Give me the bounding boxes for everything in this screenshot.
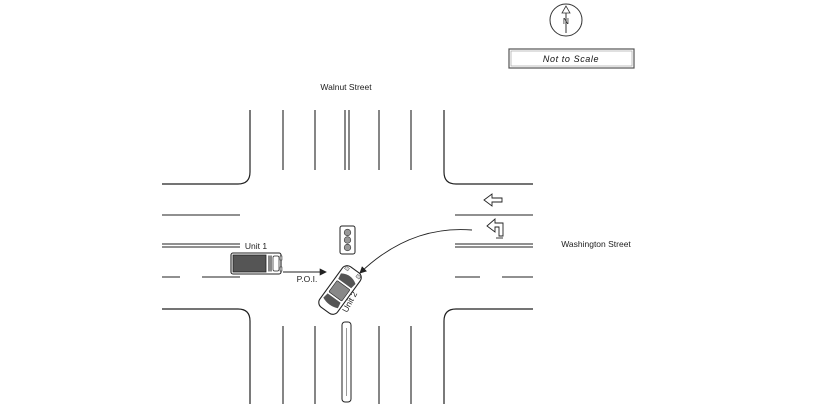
unit-2-travel-path	[359, 229, 473, 274]
westbound-lane-arrow-icon	[483, 193, 503, 207]
unit-2-vehicle	[318, 265, 362, 315]
unit-1-vehicle	[230, 252, 283, 275]
walnut-north-lane-lines	[282, 110, 412, 170]
unit-1-label: Unit 1	[245, 241, 267, 251]
washington-west-lane-lines	[162, 214, 240, 278]
point-of-impact-label: P.O.I.	[297, 274, 318, 284]
traffic-signal-icon	[339, 225, 356, 255]
walnut-south-lane-lines	[282, 326, 412, 404]
street-name-walnut: Walnut Street	[320, 82, 372, 92]
scale-note-box: Not to Scale	[508, 48, 635, 69]
north-label: N	[563, 16, 569, 26]
road-edges	[162, 110, 533, 404]
left-turn-lane-arrow-icon	[486, 218, 504, 239]
street-name-washington: Washington Street	[561, 239, 631, 249]
north-compass-icon: N	[549, 3, 583, 37]
scale-note: Not to Scale	[543, 54, 599, 64]
washington-east-lane-lines	[455, 214, 533, 278]
median-island	[341, 321, 352, 403]
